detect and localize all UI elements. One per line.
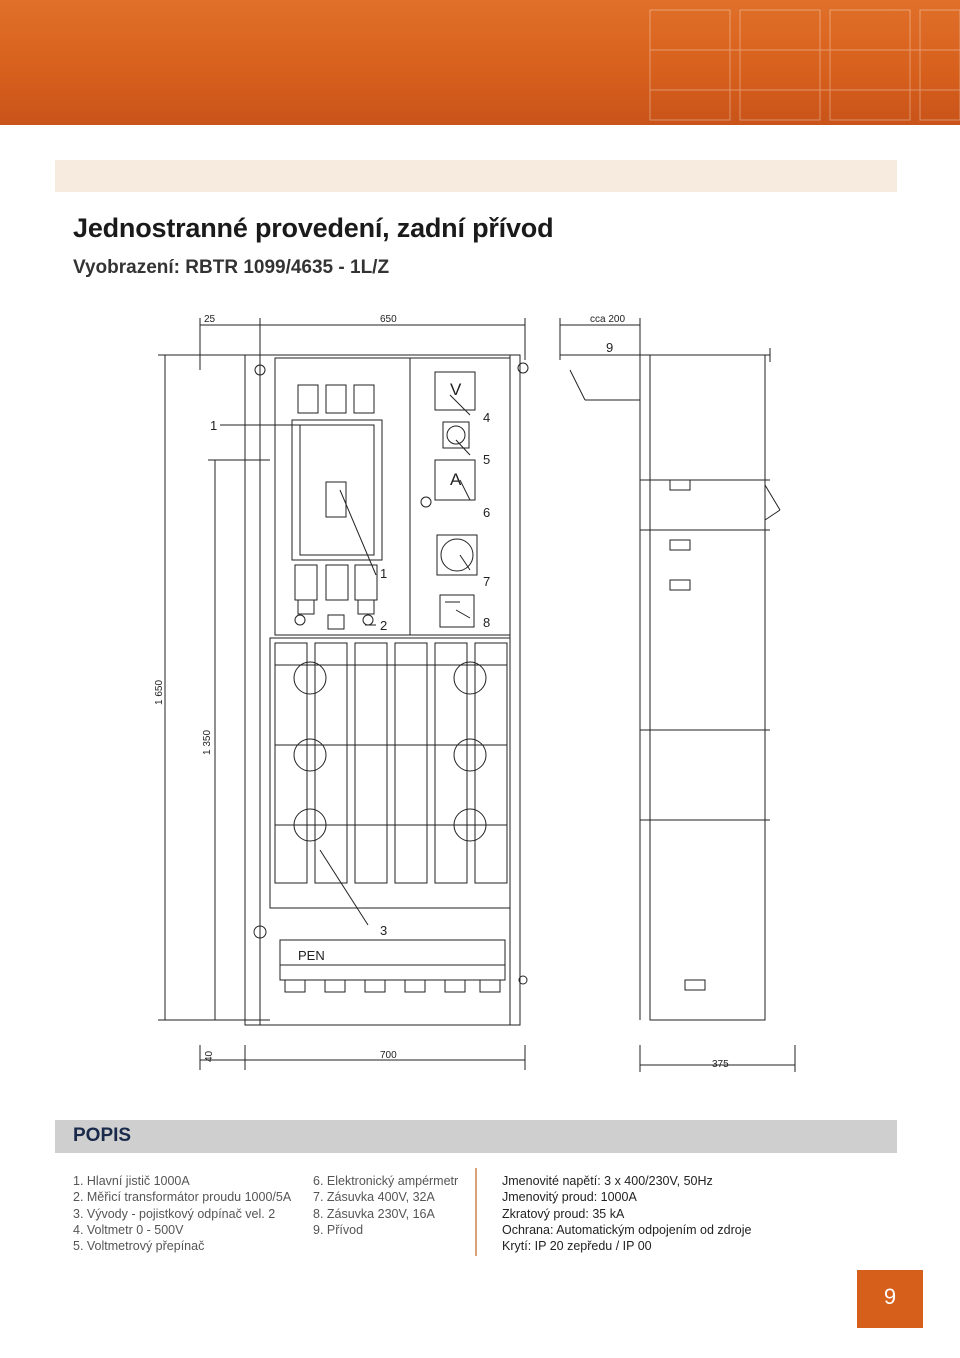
dim-label-40: 40 [204, 1050, 215, 1062]
side-view [649, 354, 766, 1021]
socket-230v [439, 594, 475, 628]
voltmeter-label: V [450, 380, 462, 399]
callout-7: 7 [483, 574, 490, 589]
list-item: 8. Zásuvka 230V, 16A [313, 1206, 435, 1221]
dim-label-1650: 1 650 [154, 680, 165, 705]
dim-label-depth-top: cca 200 [590, 314, 625, 325]
voltmeter [434, 371, 476, 411]
socket-400v [436, 534, 478, 576]
cabinet-photo-decoration [649, 9, 960, 121]
callout-3: 3 [380, 923, 387, 938]
decorative-band [55, 160, 897, 192]
list-item: 3. Vývody - pojistkový odpínač vel. 2 [73, 1206, 276, 1221]
spec-item: Jmenovité napětí: 3 x 400/230V, 50Hz [502, 1174, 713, 1188]
ammeter [434, 459, 476, 501]
page-number-box: 9 [857, 1270, 923, 1328]
callout-9: 9 [606, 340, 613, 355]
page-subtitle: Vyobrazení: RBTR 1099/4635 - 1L/Z [73, 257, 390, 278]
header-banner [0, 0, 960, 125]
list-item: 1. Hlavní jistič 1000A [73, 1174, 190, 1188]
popis-heading: POPIS [73, 1125, 132, 1146]
spec-item: Ochrana: Automatickým odpojením od zdroj… [502, 1222, 752, 1237]
voltmeter-switch [442, 421, 470, 449]
cabinet-frame [244, 354, 521, 1026]
dim-label-700: 700 [380, 1050, 397, 1061]
spec-item: Jmenovitý proud: 1000A [502, 1190, 637, 1205]
callout-8: 8 [483, 615, 490, 630]
description-list-col1: 1. Hlavní jistič 1000A 2. Měřicí transfo… [73, 1173, 291, 1254]
pen-busbar [279, 939, 506, 981]
column-divider [475, 1168, 477, 1256]
dim-label-375: 375 [712, 1059, 729, 1070]
list-item: 6. Elektronický ampérmetr [313, 1174, 459, 1188]
list-item: 2. Měřicí transformátor proudu 1000/5A [73, 1190, 292, 1205]
dim-label-650: 650 [380, 314, 397, 325]
breaker-body [291, 419, 383, 561]
specifications-list: Jmenovité napětí: 3 x 400/230V, 50Hz Jme… [502, 1173, 751, 1254]
spec-item: Krytí: IP 20 zepředu / IP 00 [502, 1239, 652, 1254]
list-item: 4. Voltmetr 0 - 500V [73, 1222, 184, 1237]
description-list-col2: 6. Elektronický ampérmetr 7. Zásuvka 400… [313, 1173, 458, 1238]
callout-1: 1 [380, 566, 387, 581]
callout-2: 2 [380, 618, 387, 633]
list-item: 7. Zásuvka 400V, 32A [313, 1190, 435, 1205]
fuse-section [269, 637, 511, 909]
dim-label-1350: 1 350 [202, 730, 213, 755]
popis-section-header: POPIS [55, 1120, 897, 1153]
callout-5: 5 [483, 452, 490, 467]
ammeter-label: A [450, 470, 462, 489]
callout-4: 4 [483, 410, 490, 425]
spec-item: Zkratový proud: 35 kA [502, 1206, 625, 1221]
callout-1-left: 1 [210, 418, 217, 433]
list-item: 5. Voltmetrový přepínač [73, 1239, 205, 1254]
fuse-columns [274, 642, 508, 884]
technical-drawing: 25 650 cca 200 1 650 1 350 40 700 375 V … [154, 314, 796, 1072]
dim-label-25: 25 [204, 314, 216, 325]
page-title: Jednostranné provedení, zadní přívod [73, 213, 554, 243]
callout-6: 6 [483, 505, 490, 520]
list-item: 9. Přívod [313, 1222, 364, 1237]
pen-label: PEN [298, 948, 325, 963]
page-number: 9 [883, 1284, 897, 1309]
